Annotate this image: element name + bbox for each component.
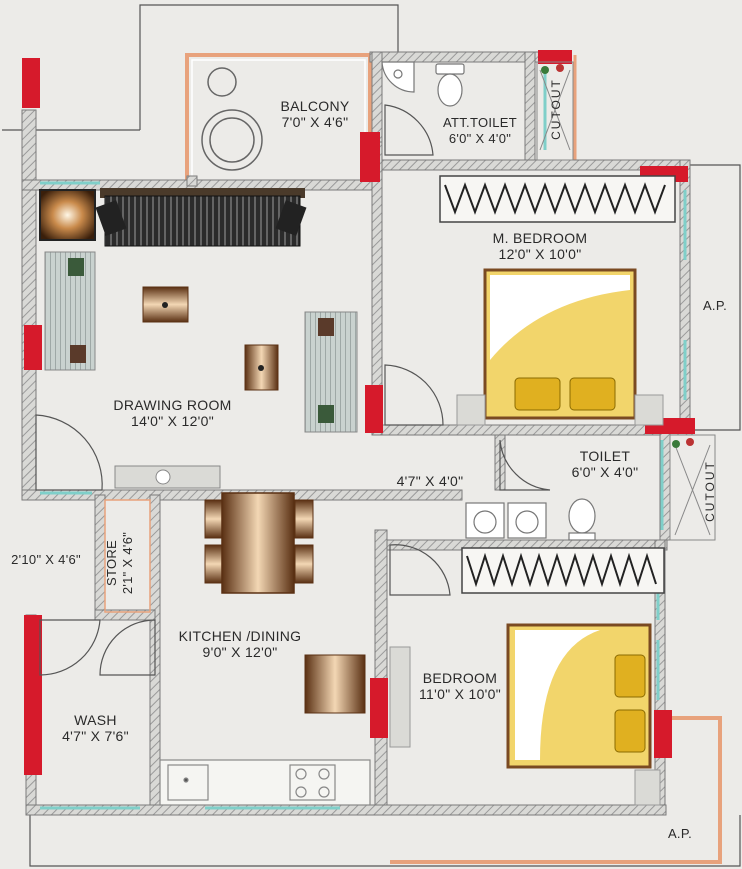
cutout-mid-label: CUTOUT [703,460,717,522]
kitchen-label: KITCHEN /DINING 9'0" X 12'0" [160,628,320,660]
outer-outline-top [139,4,399,130]
kitchen-counter [159,759,371,806]
toilet-label: TOILET 6'0" X 4'0" [550,448,660,480]
m-bedroom-size: 12'0" X 10'0" [498,246,582,262]
ap-bottom-area [29,815,741,867]
left-strip-size: 2'10" X 4'6" [11,552,81,567]
balcony-size: 7'0" X 4'6" [281,114,349,130]
m-bedroom-name: M. BEDROOM [492,230,588,246]
passage-size: 4'7" X 4'0" [396,473,464,489]
att-toilet-name: ATT.TOILET [442,115,518,130]
bedroom-wardrobe [461,547,665,594]
bedroom-furniture [389,544,665,806]
bedroom-balcony-rail [390,716,722,864]
drawing-room-label: DRAWING ROOM 14'0" X 12'0" [95,397,250,429]
wash-name: WASH [74,712,117,728]
main-door [35,414,103,491]
balcony-chair [201,67,263,171]
cutout-top-label: CUTOUT [549,78,563,140]
wash-label: WASH 4'7" X 7'6" [48,712,143,744]
balcony-name: BALCONY [280,98,350,114]
bedroom-label: BEDROOM 11'0" X 10'0" [405,670,515,702]
wash-size: 4'7" X 7'6" [62,728,129,744]
cutout-mid [669,434,716,541]
passage-label: 4'7" X 4'0" [385,473,475,489]
att-toilet-fixtures [381,61,465,107]
att-toilet-size: 6'0" X 4'0" [448,131,512,146]
kitchen-name: KITCHEN /DINING [178,628,302,644]
store-label: STORE 2'1" X 4'6" [104,513,136,613]
kitchen-size: 9'0" X 12'0" [202,644,278,660]
drawing-room-furniture [39,188,358,489]
balcony-railing [185,53,372,180]
bedroom-size: 11'0" X 10'0" [419,686,501,702]
m-bedroom-label: M. BEDROOM 12'0" X 10'0" [470,230,610,262]
three-seat-sofa [104,195,301,247]
m-bedroom-furniture [439,175,676,426]
fridge [304,654,366,714]
toilet-fixtures [465,439,596,541]
wash-door [39,619,101,676]
sofa-back [100,188,305,198]
corner-lamp [39,189,96,241]
toilet-size: 6'0" X 4'0" [571,464,639,480]
balcony-label: BALCONY 7'0" X 4'6" [260,98,370,130]
store-name: STORE [104,539,119,587]
cutout-top [536,61,574,161]
drawing-room-name: DRAWING ROOM [113,397,232,413]
ap-right-area [688,164,741,431]
drawing-room-size: 14'0" X 12'0" [130,413,215,429]
toilet-name: TOILET [579,448,631,464]
ap-right-label: A.P. [702,298,728,313]
att-toilet-door [384,104,434,156]
kitchen-door [99,619,156,676]
ap-bottom-label: A.P. [667,826,693,841]
left-strip-label: 2'10" X 4'6" [0,552,92,568]
dining-set [204,492,314,594]
bedroom-name: BEDROOM [422,670,498,686]
m-bedroom-door [384,364,444,426]
att-toilet-label: ATT.TOILET 6'0" X 4'0" [425,115,535,147]
store-size: 2'1" X 4'6" [120,531,135,595]
store-room [104,499,151,613]
